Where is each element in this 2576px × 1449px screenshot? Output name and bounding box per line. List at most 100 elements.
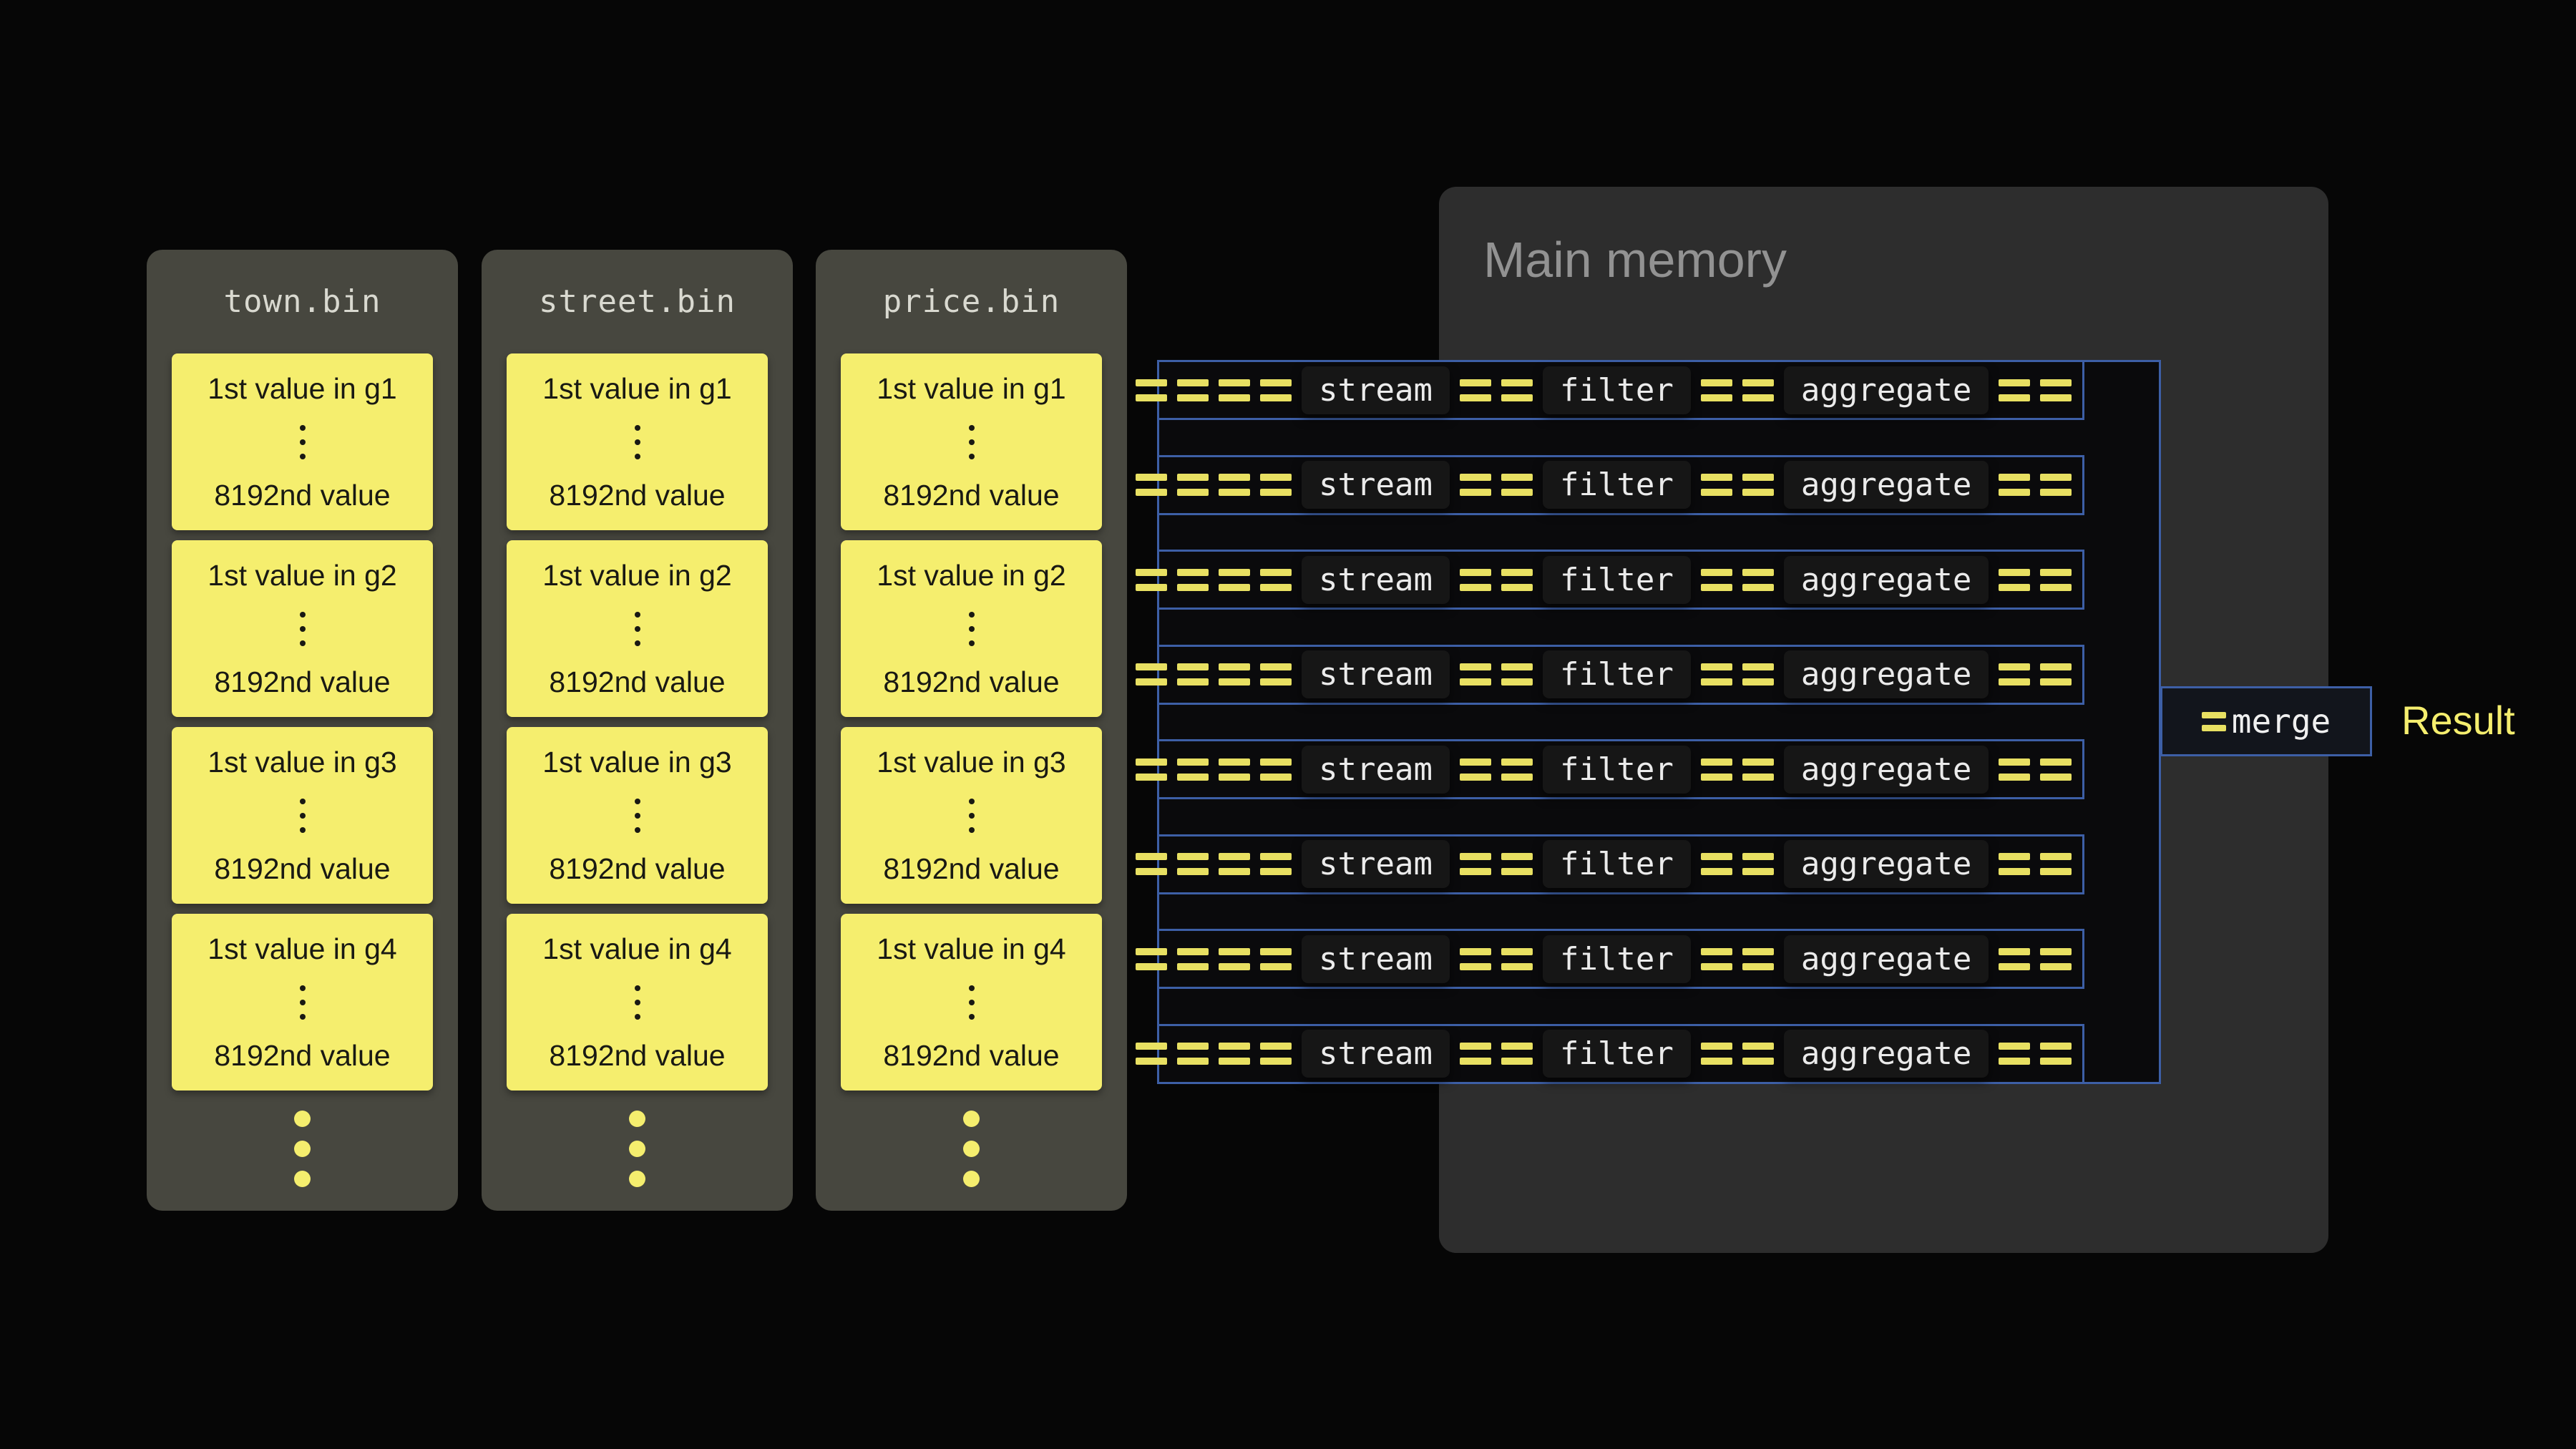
aggregate-stage-box: aggregate (1783, 1030, 1989, 1078)
dash-equals-icon (2201, 711, 2226, 731)
pipeline-lane: stream filter aggregate (1136, 1023, 2084, 1084)
more-groups-ellipsis-icon (816, 1111, 1127, 1187)
stream-stage-box: stream (1302, 366, 1450, 414)
dash-equals-icon (1999, 947, 2031, 970)
group-first-value: 1st value in g2 (542, 559, 732, 592)
main-memory-title: Main memory (1483, 232, 1787, 288)
group-last-value: 8192nd value (549, 852, 726, 885)
stream-stage-box: stream (1302, 1030, 1450, 1078)
dash-equals-icon (1501, 1043, 1533, 1065)
dash-equals-icon (1219, 663, 1250, 686)
aggregate-stage-box: aggregate (1783, 840, 1989, 889)
group-first-value: 1st value in g3 (877, 746, 1066, 779)
vertical-ellipsis-icon (634, 985, 640, 1020)
pipeline-lane: stream filter aggregate (1136, 644, 2084, 705)
value-group-block: 1st value in g4 8192nd value (507, 914, 768, 1091)
dash-equals-icon (1177, 1043, 1209, 1065)
filter-stage-box: filter (1542, 461, 1691, 509)
group-last-value: 8192nd value (549, 1039, 726, 1072)
value-group-block: 1st value in g2 8192nd value (172, 540, 433, 717)
more-groups-ellipsis-icon (147, 1111, 458, 1187)
dash-equals-icon (1700, 379, 1732, 401)
group-blocks: 1st value in g1 8192nd value 1st value i… (507, 353, 768, 1091)
dash-equals-icon (1700, 568, 1732, 591)
group-last-value: 8192nd value (883, 665, 1060, 698)
group-last-value: 8192nd value (214, 1039, 391, 1072)
dash-equals-icon (1700, 947, 1732, 970)
filter-stage-box: filter (1542, 1030, 1691, 1078)
pipelines-container: stream filter aggregate stream filter ag… (1136, 360, 2161, 1084)
dash-equals-icon (1999, 853, 2031, 876)
merge-box: merge (2160, 686, 2372, 756)
dash-equals-icon (1177, 379, 1209, 401)
vertical-ellipsis-icon (634, 798, 640, 833)
stream-stage-box: stream (1302, 461, 1450, 509)
file-column-town: town.bin 1st value in g1 8192nd value 1s… (147, 250, 458, 1211)
dash-equals-icon (1260, 758, 1292, 781)
vertical-ellipsis-icon (634, 611, 640, 646)
group-first-value: 1st value in g3 (542, 746, 732, 779)
dash-equals-icon (1742, 474, 1774, 497)
dash-equals-icon (1742, 663, 1774, 686)
pipeline-lane: stream filter aggregate (1136, 739, 2084, 800)
group-first-value: 1st value in g1 (877, 372, 1066, 405)
dash-equals-icon (1501, 379, 1533, 401)
dash-equals-icon (1501, 474, 1533, 497)
filter-stage-box: filter (1542, 555, 1691, 604)
dash-equals-icon (1999, 1043, 2031, 1065)
dash-equals-icon (1177, 758, 1209, 781)
dash-equals-icon (1742, 568, 1774, 591)
dash-equals-icon (1459, 474, 1491, 497)
dash-equals-icon (1219, 758, 1250, 781)
dash-equals-icon (1459, 663, 1491, 686)
value-group-block: 1st value in g1 8192nd value (841, 353, 1102, 530)
dash-equals-icon (1459, 947, 1491, 970)
file-name: town.bin (223, 283, 381, 320)
group-first-value: 1st value in g3 (208, 746, 397, 779)
file-column-street: street.bin 1st value in g1 8192nd value … (482, 250, 793, 1211)
vertical-ellipsis-icon (634, 424, 640, 459)
dash-equals-icon (1219, 474, 1250, 497)
value-group-block: 1st value in g3 8192nd value (841, 727, 1102, 904)
dash-equals-icon (2040, 568, 2072, 591)
dash-equals-icon (1742, 853, 1774, 876)
dash-equals-icon (1136, 379, 1167, 401)
dash-equals-icon (1999, 474, 2031, 497)
dash-equals-icon (1136, 1043, 1167, 1065)
file-column-price: price.bin 1st value in g1 8192nd value 1… (816, 250, 1127, 1211)
stream-stage-box: stream (1302, 840, 1450, 889)
dash-equals-icon (2040, 663, 2072, 686)
dash-equals-icon (1260, 663, 1292, 686)
group-blocks: 1st value in g1 8192nd value 1st value i… (172, 353, 433, 1091)
value-group-block: 1st value in g2 8192nd value (841, 540, 1102, 717)
dash-equals-icon (1177, 663, 1209, 686)
vertical-ellipsis-icon (968, 424, 975, 459)
dash-equals-icon (1260, 568, 1292, 591)
pipeline-lane: stream filter aggregate (1136, 929, 2084, 990)
filter-stage-box: filter (1542, 366, 1691, 414)
file-name: price.bin (882, 283, 1060, 320)
vertical-ellipsis-icon (968, 798, 975, 833)
file-name: street.bin (539, 283, 736, 320)
dash-equals-icon (1177, 474, 1209, 497)
value-group-block: 1st value in g3 8192nd value (172, 727, 433, 904)
dash-equals-icon (1136, 663, 1167, 686)
dash-equals-icon (1177, 947, 1209, 970)
dash-equals-icon (2040, 853, 2072, 876)
dash-equals-icon (1177, 568, 1209, 591)
stream-stage-box: stream (1302, 555, 1450, 604)
group-first-value: 1st value in g1 (208, 372, 397, 405)
stream-stage-box: stream (1302, 935, 1450, 983)
group-first-value: 1st value in g4 (542, 932, 732, 965)
group-last-value: 8192nd value (549, 479, 726, 512)
group-last-value: 8192nd value (883, 1039, 1060, 1072)
dash-equals-icon (1700, 1043, 1732, 1065)
dash-equals-icon (1459, 853, 1491, 876)
dash-equals-icon (1219, 853, 1250, 876)
result-label: Result (2401, 698, 2515, 743)
value-group-block: 1st value in g1 8192nd value (172, 353, 433, 530)
dash-equals-icon (1742, 758, 1774, 781)
group-last-value: 8192nd value (549, 665, 726, 698)
vertical-ellipsis-icon (299, 798, 306, 833)
